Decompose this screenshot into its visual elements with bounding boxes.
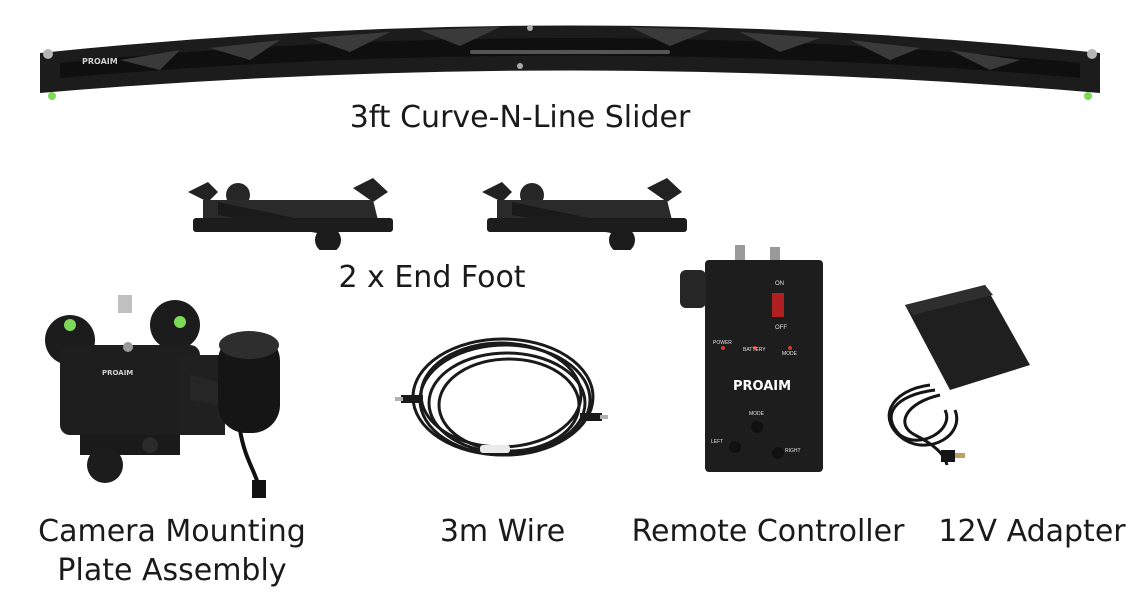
end-foot-label: 2 x End Foot [338,260,526,295]
remote-led-power: POWER [713,340,732,346]
wire-photo [395,325,615,475]
end-foot-photo-left [178,170,398,250]
camera-plate-photo: PROAIM [40,295,290,505]
remote-btn-mode-label: MODE [749,411,765,417]
end-foot-photo-right [472,170,692,250]
camera-plate-brand-mark: PROAIM [102,369,133,377]
remote-led-battery: BATTERY [743,347,766,353]
remote-label: Remote Controller [631,514,905,549]
remote-led-mode: MODE [782,351,798,357]
adapter-label: 12V Adapter [938,514,1126,549]
wire-label: 3m Wire [439,514,566,549]
adapter-photo [875,285,1035,470]
slider-label: 3ft Curve-N-Line Slider [349,100,691,135]
remote-photo: ON OFF POWER BATTERY MODE PROAIM MODE LE… [675,245,830,475]
slider-brand-mark: PROAIM [82,57,118,66]
camera-plate-label-line1: Camera Mounting [38,514,306,549]
remote-brand-mark: PROAIM [733,379,791,394]
camera-plate-label: Camera Mounting Plate Assembly [22,512,322,590]
remote-switch-on: ON [775,281,784,287]
remote-switch-off: OFF [775,325,787,331]
remote-btn-left-label: LEFT [711,439,723,445]
camera-plate-label-line2: Plate Assembly [57,553,287,588]
slider-photo: PROAIM [30,8,1110,108]
remote-btn-right-label: RIGHT [785,448,801,454]
